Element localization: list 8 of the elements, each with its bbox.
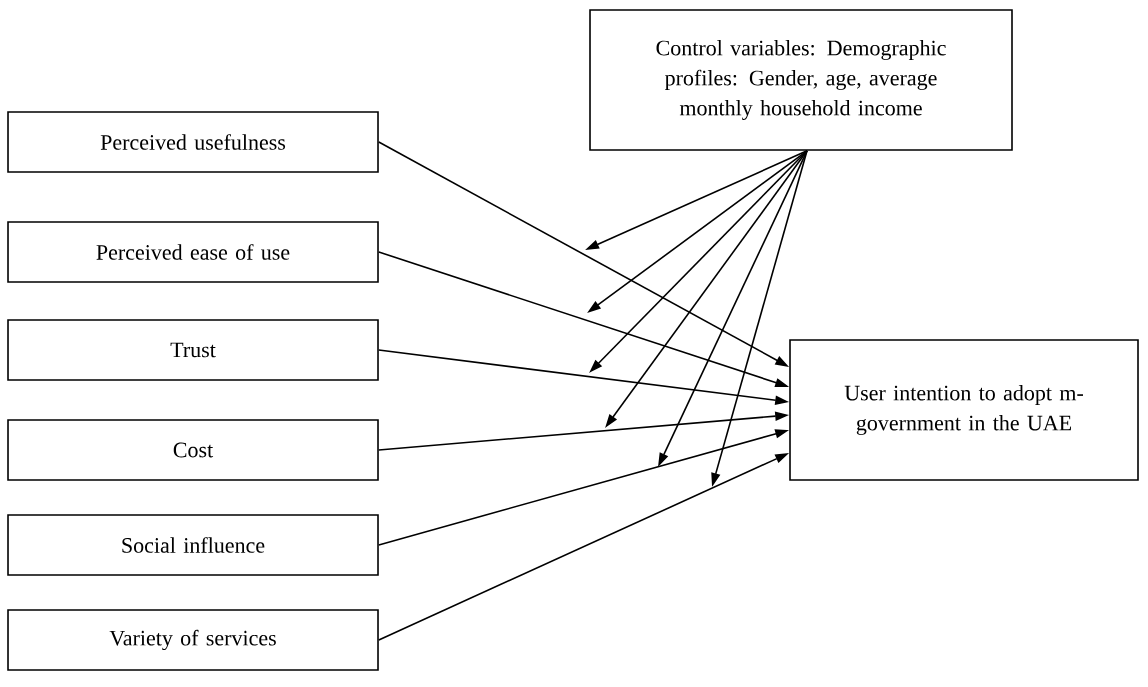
text-box: Trust (7, 319, 379, 381)
text-box: Variety of services (7, 609, 379, 671)
text-box: Social influence (7, 514, 379, 576)
text-box: User intention to adopt m-government in the UAE (789, 339, 1139, 481)
text-box: Perceived ease of use (7, 221, 379, 283)
text-box: Control variables: Demographic profiles: Gender, age, average monthly household income (589, 9, 1013, 151)
text-box: Perceived usefulness (7, 111, 379, 173)
text-box: Cost (7, 419, 379, 481)
